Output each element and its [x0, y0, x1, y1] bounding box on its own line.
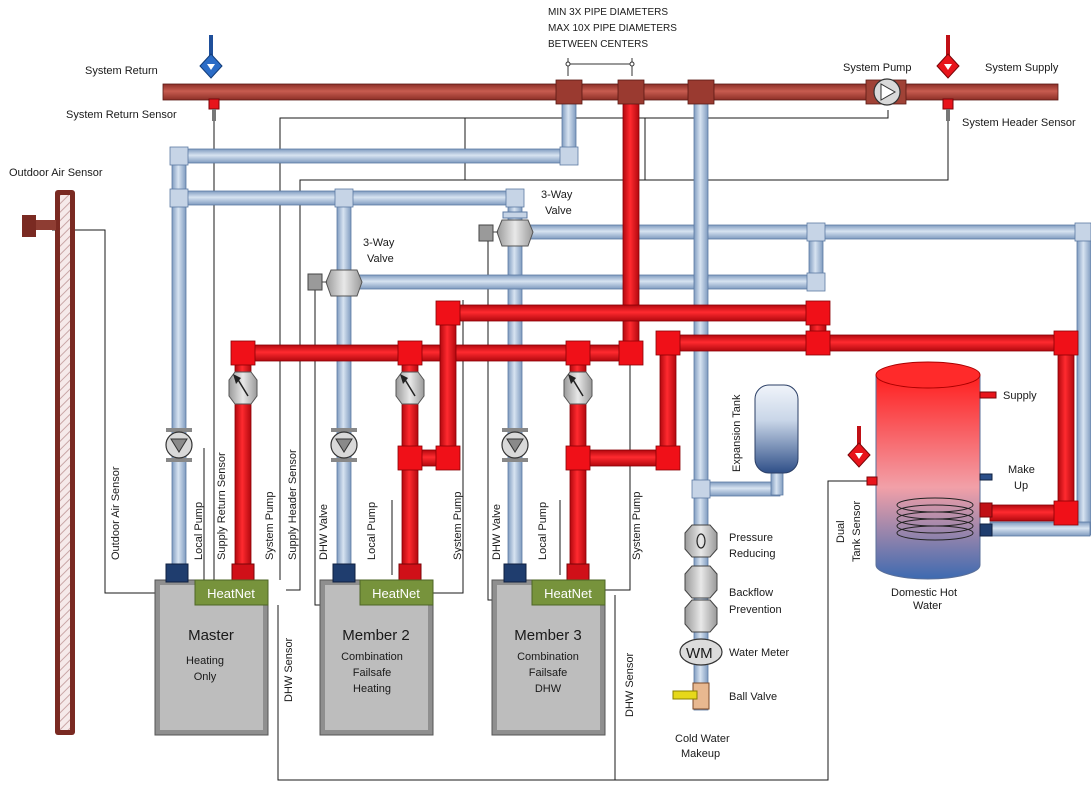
vlabel-dhw-sensor-3: DHW Sensor — [624, 652, 636, 717]
pipe-spacing-dimension — [565, 58, 635, 76]
label-cold-water-a: Cold Water — [675, 733, 730, 745]
vertical-labels: Outdoor Air Sensor Local Pump Supply Ret… — [110, 449, 643, 717]
label-system-supply: System Supply — [985, 62, 1059, 74]
local-pump-2-icon — [330, 428, 358, 462]
boiler-member3-line2: Failsafe — [529, 667, 568, 679]
outdoor-air-sensor-icon — [22, 190, 75, 735]
boiler-member2-line1: Combination — [341, 651, 403, 663]
boiler-member2-name: Member 2 — [342, 627, 410, 644]
dhw-tank-temp-icon — [847, 426, 871, 468]
label-system-pump: System Pump — [843, 62, 911, 74]
three-way-valve-2-icon — [478, 211, 534, 247]
return-flow-icon — [199, 35, 223, 79]
return-sensor-icon — [208, 98, 220, 121]
vlabel-local-pump-3: Local Pump — [537, 502, 549, 560]
label-pipe-note-1: MIN 3X PIPE DIAMETERS — [548, 7, 668, 18]
vlabel-local-pump-2: Local Pump — [366, 502, 378, 560]
label-water-meter: Water Meter — [729, 647, 789, 659]
vlabel-outdoor-air-sensor: Outdoor Air Sensor — [110, 466, 122, 560]
label-system-header-sensor: System Header Sensor — [962, 117, 1076, 129]
supply-valve-1-icon — [228, 371, 258, 405]
label-pressure-reducing-b: Reducing — [729, 548, 775, 560]
boiler-member-2 — [319, 563, 434, 736]
boiler-member2-controller: HeatNet — [372, 586, 420, 601]
expansion-tank-icon — [754, 384, 799, 474]
label-outdoor-air-sensor: Outdoor Air Sensor — [9, 167, 103, 179]
label-3way-valve-1b: Valve — [367, 253, 394, 265]
water-meter-icon — [679, 638, 723, 666]
hot-supply-pipes — [230, 94, 1079, 571]
header-sensor-icon — [942, 98, 954, 121]
boiler-member3-line1: Combination — [517, 651, 579, 663]
label-3way-valve-1a: 3-Way — [363, 237, 395, 249]
vlabel-dhw-valve-2: DHW Valve — [318, 504, 330, 560]
vlabel-local-pump-1: Local Pump — [193, 502, 205, 560]
supply-valve-3-icon — [563, 371, 593, 405]
label-3way-valve-2a: 3-Way — [541, 189, 573, 201]
vlabel-supply-return-sensor: Supply Return Sensor — [216, 452, 228, 560]
pressure-reducing-valve-icon — [684, 524, 718, 558]
label-system-return-sensor: System Return Sensor — [66, 109, 177, 121]
boiler-member2-line3: Heating — [353, 683, 391, 695]
vlabel-dhw-sensor-1: DHW Sensor — [283, 637, 295, 702]
boiler-member3-name: Member 3 — [514, 627, 582, 644]
boiler-master — [154, 563, 269, 736]
label-dhw-tank-b: Water — [913, 600, 942, 612]
supply-flow-icon — [936, 35, 960, 79]
label-3way-valve-2b: Valve — [545, 205, 572, 217]
vlabel-system-pump-3: System Pump — [631, 492, 643, 560]
labels: System Return System Return Sensor Syste… — [9, 7, 1076, 760]
label-system-return: System Return — [85, 65, 158, 77]
local-pump-1-icon — [165, 428, 193, 462]
boiler-member3-line3: DHW — [535, 683, 562, 695]
label-backflow-a: Backflow — [729, 587, 773, 599]
label-cold-water-b: Makeup — [681, 748, 720, 760]
boiler-labels: HeatNet Master Heating Only HeatNet Memb… — [186, 586, 592, 695]
system-header — [162, 79, 1059, 105]
boiler-master-line1: Heating — [186, 655, 224, 667]
dhw-tank-icon — [866, 361, 997, 580]
control-wiring — [52, 110, 949, 781]
boiler-member2-line2: Failsafe — [353, 667, 392, 679]
local-pump-3-icon — [501, 428, 529, 462]
boiler-master-controller: HeatNet — [207, 586, 255, 601]
vlabel-supply-header-sensor: Supply Header Sensor — [287, 449, 299, 560]
ball-valve-icon — [672, 682, 710, 710]
vlabel-dhw-valve-3: DHW Valve — [491, 504, 503, 560]
boiler-member-3 — [491, 563, 606, 736]
label-dual-tank-a: Dual — [835, 520, 847, 543]
label-pipe-note-2: MAX 10X PIPE DIAMETERS — [548, 23, 677, 34]
three-way-valve-1-icon — [307, 269, 363, 297]
label-backflow-b: Prevention — [729, 604, 782, 616]
label-wm: WM — [686, 645, 713, 662]
boiler-master-line2: Only — [194, 671, 217, 683]
boiler-member3-controller: HeatNet — [544, 586, 592, 601]
supply-valve-2-icon — [395, 371, 425, 405]
label-make-up-a: Make — [1008, 464, 1035, 476]
label-pressure-reducing-a: Pressure — [729, 532, 773, 544]
label-pipe-note-3: BETWEEN CENTERS — [548, 39, 648, 50]
vlabel-system-pump-2: System Pump — [452, 492, 464, 560]
backflow-preventer-icon — [684, 565, 718, 633]
label-ball-valve: Ball Valve — [729, 691, 777, 703]
label-expansion-tank: Expansion Tank — [731, 394, 743, 472]
system-pump-icon — [873, 78, 901, 106]
boiler-master-name: Master — [188, 627, 234, 644]
label-make-up-b: Up — [1014, 480, 1028, 492]
label-dual-tank-b: Tank Sensor — [851, 501, 863, 562]
label-dhw-tank-a: Domestic Hot — [891, 587, 957, 599]
label-supply: Supply — [1003, 390, 1037, 402]
vlabel-system-pump-1: System Pump — [264, 492, 276, 560]
